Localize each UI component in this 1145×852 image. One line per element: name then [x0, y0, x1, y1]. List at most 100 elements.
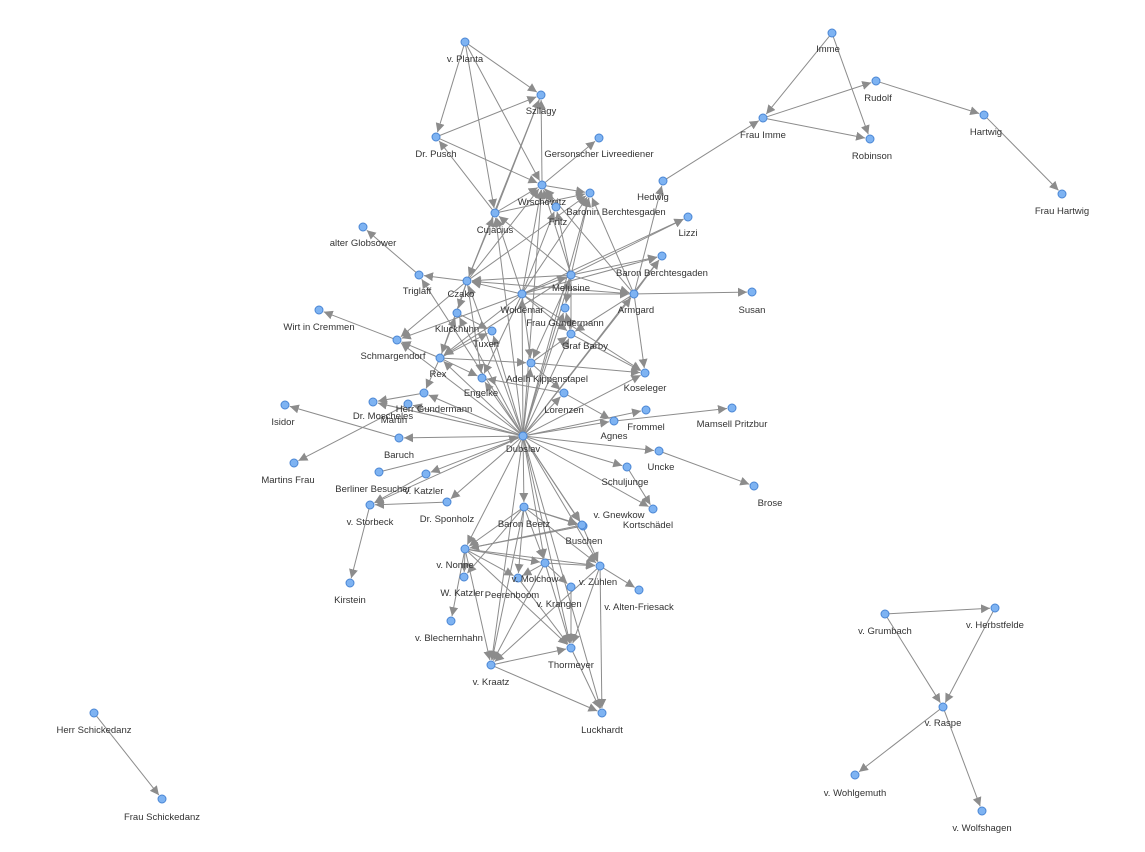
node-blechernhahn[interactable]: v. Blechernhahn — [415, 616, 483, 644]
node-dubslav[interactable]: Dubslav — [506, 431, 541, 455]
node-circle[interactable] — [727, 403, 737, 413]
node-circle[interactable] — [640, 368, 650, 378]
node-circle[interactable] — [979, 110, 989, 120]
node-circle[interactable] — [629, 289, 639, 299]
node-circle[interactable] — [446, 616, 456, 626]
node-circle[interactable] — [566, 270, 576, 280]
node-woldemar[interactable]: Woldemar — [500, 289, 544, 316]
node-hedwig[interactable]: Hedwig — [637, 176, 669, 203]
node-thormeyer[interactable]: Thormeyer — [548, 643, 594, 671]
node-martin[interactable]: Martin — [381, 399, 413, 426]
node-herbstfelde[interactable]: v. Herbstfelde — [966, 603, 1024, 631]
node-circle[interactable] — [431, 132, 441, 142]
node-tuxen[interactable]: Tuxen — [473, 326, 499, 350]
node-grafbarby[interactable]: Graf Barby — [562, 329, 608, 352]
node-circle[interactable] — [566, 643, 576, 653]
node-baronberch[interactable]: Baron Berchtesgaden — [616, 251, 708, 279]
node-circle[interactable] — [658, 176, 668, 186]
node-circle[interactable] — [880, 609, 890, 619]
node-wirt[interactable]: Wirt in Cremmen — [283, 305, 355, 333]
node-circle[interactable] — [595, 561, 605, 571]
node-circle[interactable] — [519, 502, 529, 512]
node-szilagy[interactable]: Szilagy — [526, 90, 557, 117]
node-circle[interactable] — [394, 433, 404, 443]
node-wrschowitz[interactable]: Wrschowitz — [518, 180, 567, 208]
node-circle[interactable] — [566, 329, 576, 339]
node-kluckhuhn[interactable]: Kluckhuhn — [435, 308, 479, 335]
node-circle[interactable] — [435, 353, 445, 363]
node-circle[interactable] — [1057, 189, 1067, 199]
node-katzler[interactable]: v. Katzler — [405, 469, 444, 497]
node-circle[interactable] — [314, 305, 324, 315]
node-molchow[interactable]: v. Molchow — [512, 558, 559, 585]
node-circle[interactable] — [403, 399, 413, 409]
node-circle[interactable] — [421, 469, 431, 479]
node-fraugundermann[interactable]: Frau Gundermann — [526, 303, 604, 329]
node-circle[interactable] — [537, 180, 547, 190]
node-schmargendorf[interactable]: Schmargendorf — [361, 335, 426, 362]
node-engelke[interactable]: Engelke — [464, 373, 498, 399]
node-sponholz[interactable]: Dr. Sponholz — [420, 497, 475, 525]
node-circle[interactable] — [526, 358, 536, 368]
node-herrschickedanz[interactable]: Herr Schickedanz — [57, 708, 132, 736]
node-agnes[interactable]: Agnes — [601, 416, 628, 442]
node-peerenboom[interactable]: Peerenboom — [485, 573, 539, 601]
node-circle[interactable] — [540, 558, 550, 568]
node-imme[interactable]: Imme — [816, 28, 840, 55]
node-koseleger[interactable]: Koseleger — [624, 368, 667, 394]
node-circle[interactable] — [462, 276, 472, 286]
node-adelheid[interactable]: Adelh Kippenstapel — [506, 358, 588, 385]
node-pusch[interactable]: Dr. Pusch — [415, 132, 457, 160]
node-luckhardt[interactable]: Luckhardt — [581, 708, 623, 736]
node-circle[interactable] — [419, 388, 429, 398]
node-circle[interactable] — [345, 578, 355, 588]
node-fritz[interactable]: Fritz — [549, 202, 568, 228]
node-triglaff[interactable]: Triglaff — [403, 270, 432, 297]
node-circle[interactable] — [414, 270, 424, 280]
node-robinson[interactable]: Robinson — [852, 134, 892, 162]
node-circle[interactable] — [622, 462, 632, 472]
node-circle[interactable] — [477, 373, 487, 383]
node-armgard[interactable]: Armgard — [618, 289, 654, 316]
node-frauimme[interactable]: Frau Imme — [740, 113, 786, 141]
node-berlinerbesucher[interactable]: Berliner Besucher — [335, 467, 411, 495]
node-baruch[interactable]: Baruch — [384, 433, 414, 461]
node-kirstein[interactable]: Kirstein — [334, 578, 366, 606]
node-circle[interactable] — [518, 431, 528, 441]
node-susan[interactable]: Susan — [739, 287, 766, 316]
node-mamsell[interactable]: Mamsell Pritzbur — [697, 403, 768, 430]
node-circle[interactable] — [657, 251, 667, 261]
node-brose[interactable]: Brose — [749, 481, 782, 509]
node-isidor[interactable]: Isidor — [271, 400, 295, 428]
node-lizzi[interactable]: Lizzi — [678, 212, 698, 239]
node-circle[interactable] — [597, 708, 607, 718]
node-frommel[interactable]: Frommel — [627, 405, 665, 433]
node-circle[interactable] — [758, 113, 768, 123]
node-circle[interactable] — [460, 37, 470, 47]
node-gersonscher[interactable]: Gersonscher Livreediener — [544, 133, 654, 160]
node-circle[interactable] — [289, 458, 299, 468]
node-circle[interactable] — [487, 326, 497, 336]
node-circle[interactable] — [280, 400, 290, 410]
node-circle[interactable] — [560, 303, 570, 313]
node-circle[interactable] — [654, 446, 664, 456]
node-martinsfrau[interactable]: Martins Frau — [261, 458, 315, 486]
node-altenfriesack[interactable]: v. Alten-Friesack — [604, 585, 674, 613]
node-globsower[interactable]: alter Globsower — [330, 222, 397, 249]
node-circle[interactable] — [486, 660, 496, 670]
node-circle[interactable] — [747, 287, 757, 297]
node-wkatzler[interactable]: W. Katzler — [440, 572, 484, 599]
node-circle[interactable] — [641, 405, 651, 415]
node-kraatz[interactable]: v. Kraatz — [473, 660, 510, 688]
node-circle[interactable] — [977, 806, 987, 816]
node-circle[interactable] — [89, 708, 99, 718]
node-nonne[interactable]: v. Nonne — [436, 544, 474, 571]
node-moscheles[interactable]: Dr. Moscheles — [353, 397, 413, 422]
node-lorenzen[interactable]: Lorenzen — [544, 388, 584, 416]
node-circle[interactable] — [442, 497, 452, 507]
node-circle[interactable] — [368, 397, 378, 407]
node-kortschaedel[interactable]: Kortschädel — [623, 504, 673, 531]
node-circle[interactable] — [609, 416, 619, 426]
node-circle[interactable] — [871, 76, 881, 86]
node-circle[interactable] — [585, 188, 595, 198]
